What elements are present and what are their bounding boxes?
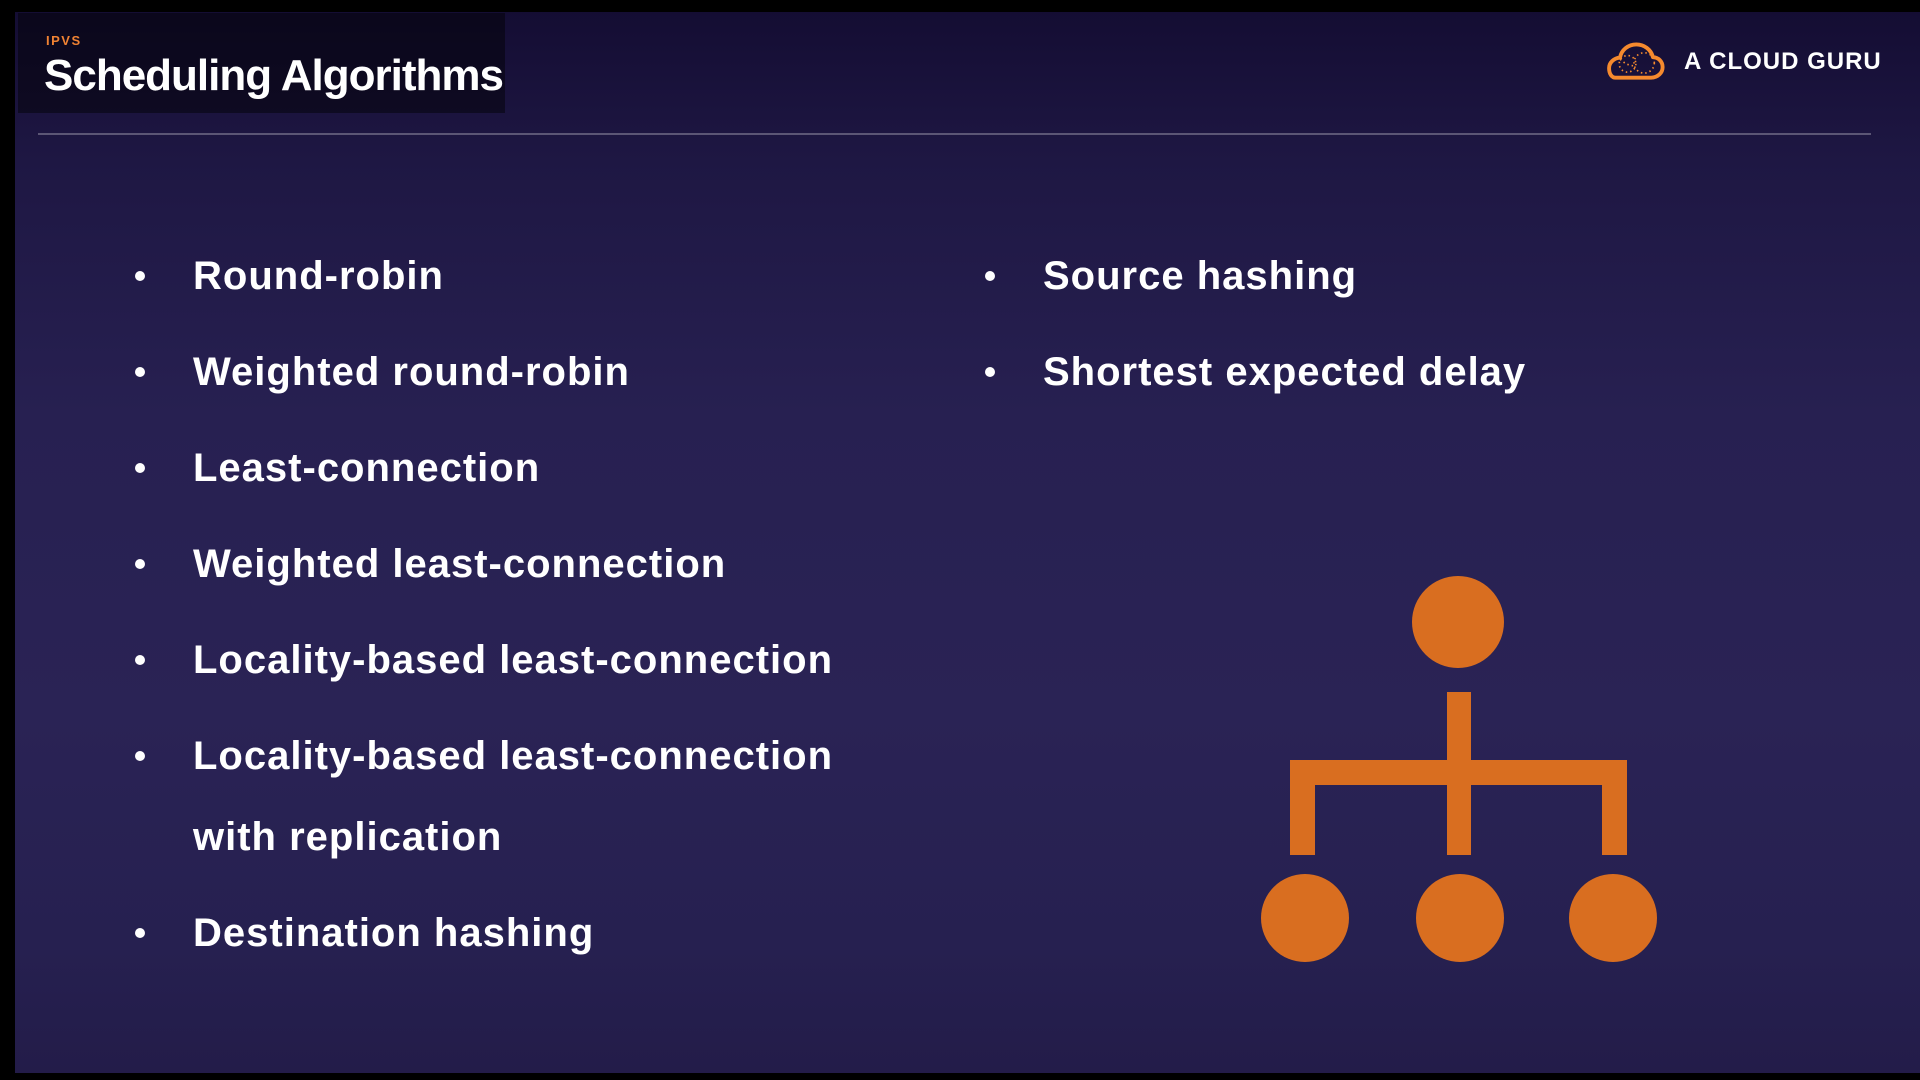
list-item: Source hashing [985, 236, 1605, 317]
cloud-icon [1596, 38, 1672, 86]
list-item: Weighted round-robin [135, 332, 900, 413]
list-item: Least-connection [135, 428, 900, 509]
list-item: Destination hashing [135, 893, 900, 974]
list-item: Locality-based least-connection with rep… [135, 716, 900, 878]
algorithm-list-left: Round-robin Weighted round-robin Least-c… [135, 236, 900, 989]
brand-name: A CLOUD GURU [1684, 48, 1882, 75]
list-item: Round-robin [135, 236, 900, 317]
hierarchy-tree-icon [1255, 570, 1675, 980]
list-item: Locality-based least-connection [135, 620, 900, 701]
title-backdrop [18, 13, 505, 113]
list-item: Shortest expected delay [985, 332, 1605, 413]
kicker-label: IPVS [46, 33, 82, 48]
list-item: Weighted least-connection [135, 524, 900, 605]
page-title: Scheduling Algorithms [44, 51, 504, 100]
brand-logo: A CLOUD GURU [1596, 38, 1882, 86]
algorithm-list-right: Source hashing Shortest expected delay [985, 236, 1605, 428]
header-divider [38, 133, 1871, 135]
